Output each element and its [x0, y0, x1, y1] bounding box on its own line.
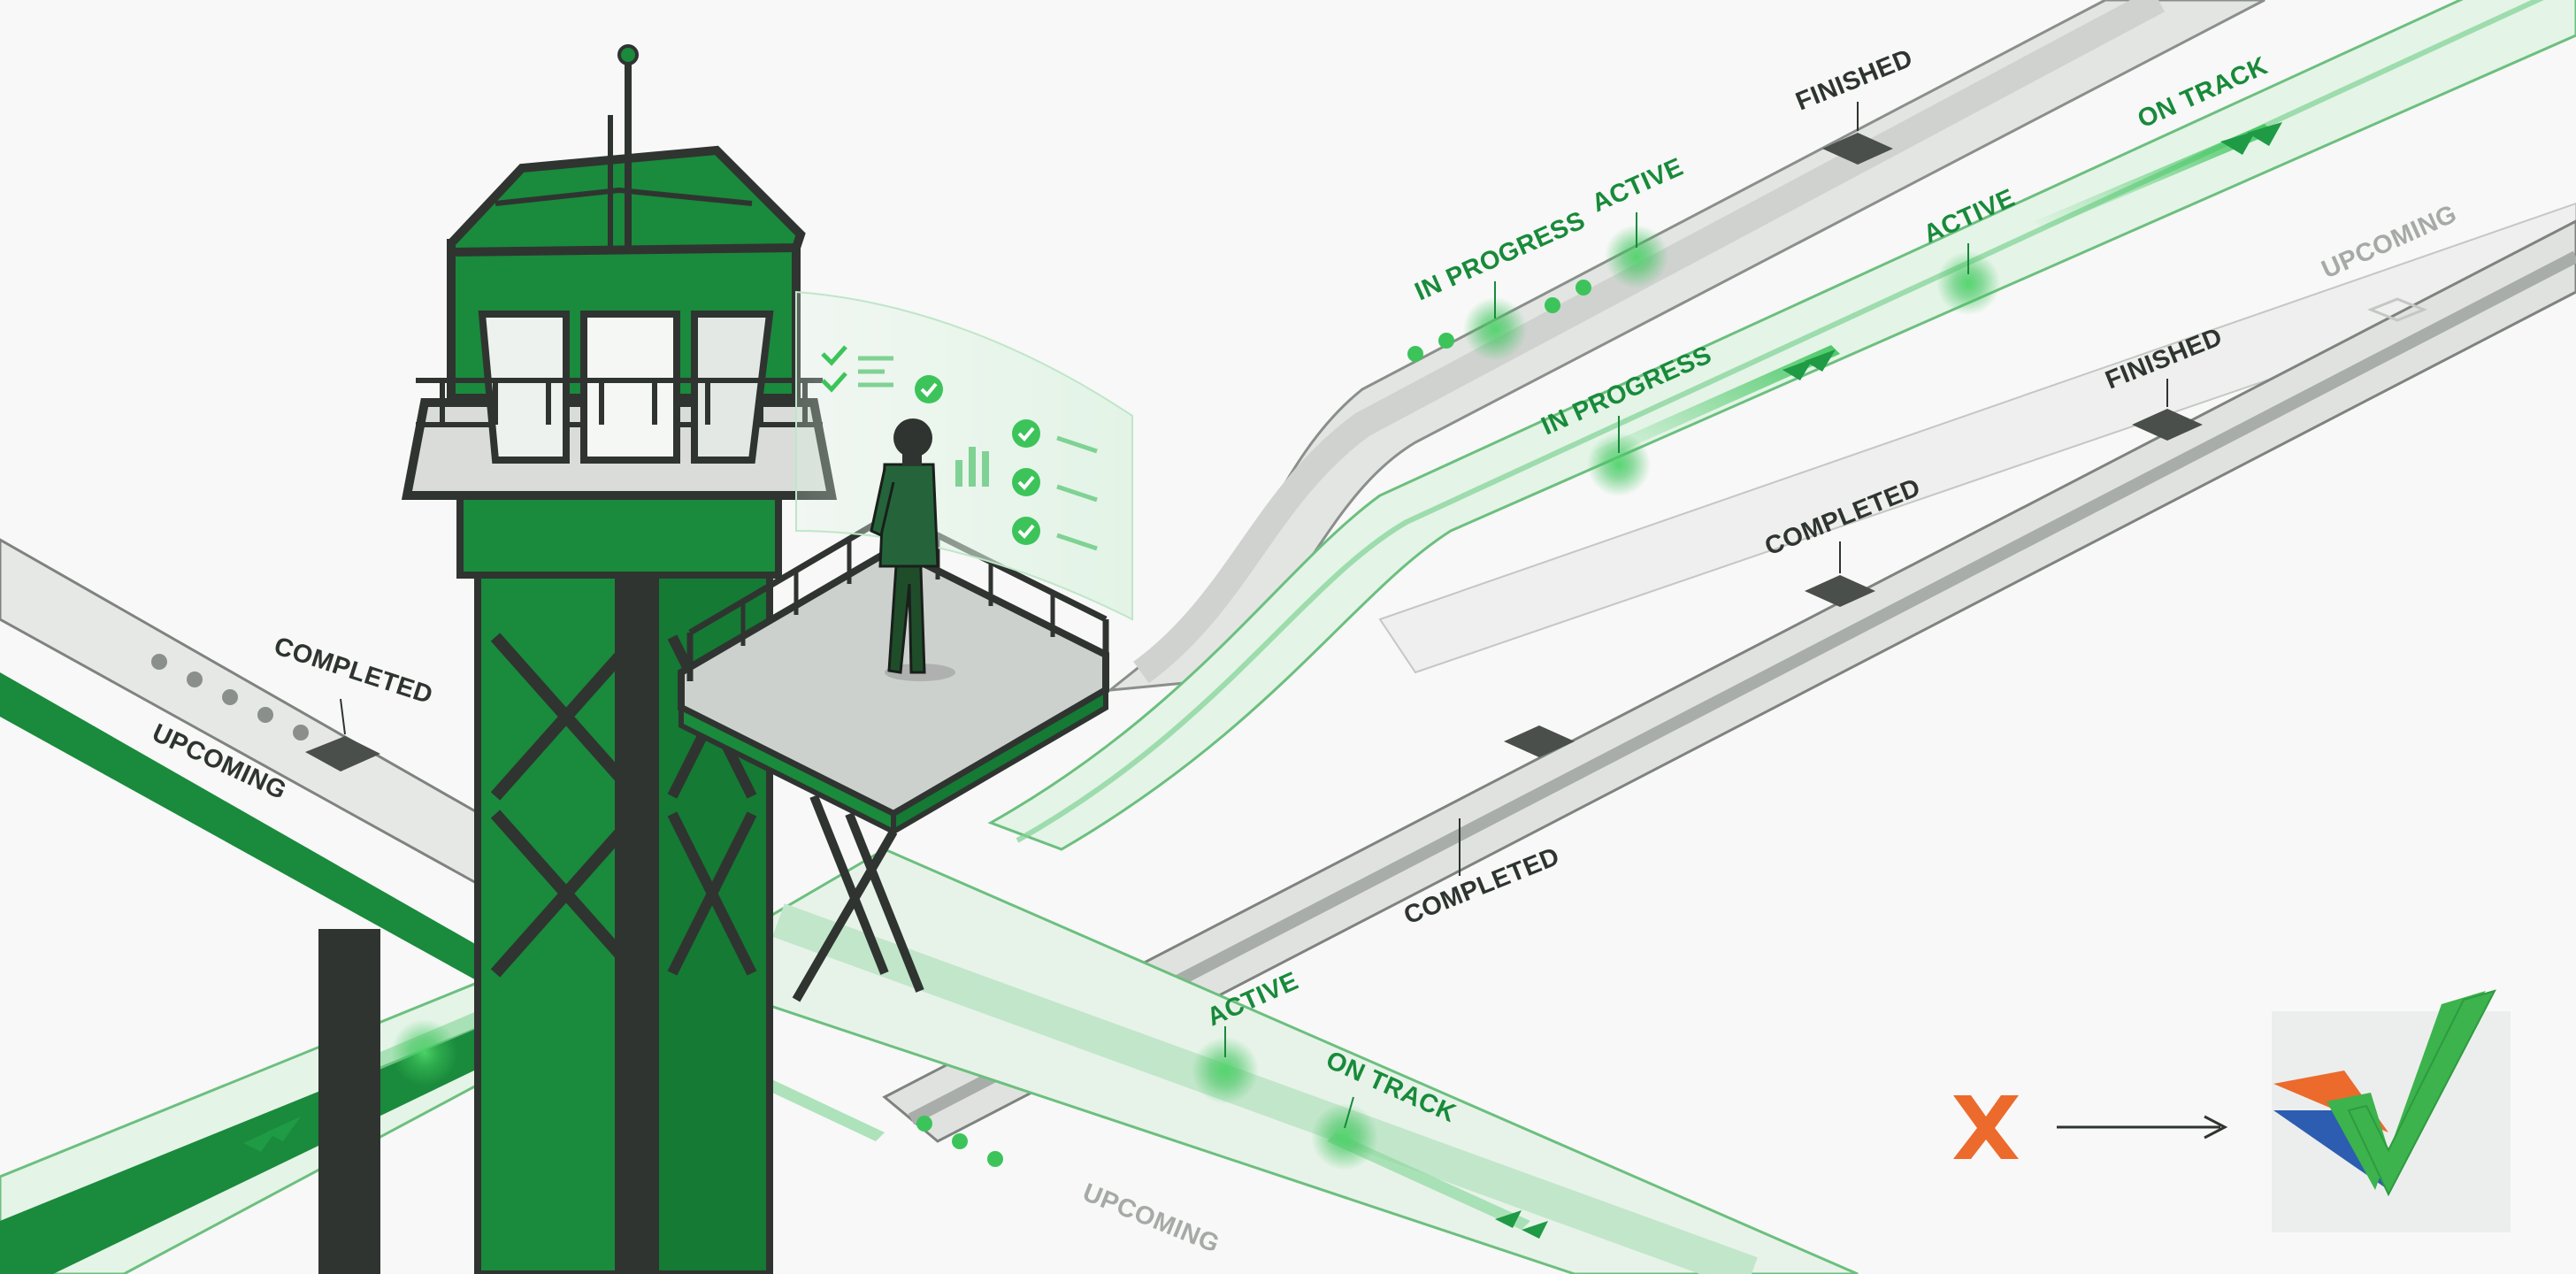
road-left-green — [0, 672, 495, 991]
trail-lower-2 — [1327, 1132, 1530, 1230]
trail-mid-1 — [1592, 345, 1840, 460]
road-green-curve — [987, 0, 2576, 851]
trail-top-1 — [2035, 124, 2273, 230]
label-finished-top: FINISHED — [1792, 44, 1917, 117]
chevrons — [243, 122, 2282, 1239]
road-upper-lane — [1133, 0, 2166, 684]
road-right-faint — [1378, 202, 2576, 674]
road-right-lane — [908, 250, 2576, 1125]
checkmark-logo-icon — [2272, 989, 2511, 1232]
label-completed-left: COMPLETED — [271, 632, 436, 710]
road-lower — [669, 848, 1859, 1274]
check-markers — [305, 133, 2203, 771]
dashboard-hologram — [795, 290, 1133, 621]
person-figure — [870, 418, 955, 681]
grey-dots — [151, 654, 309, 741]
label-upcoming-bottom: UPCOMING — [1078, 1178, 1223, 1259]
x-mark-icon — [1953, 1095, 2019, 1159]
check-marker-faint — [2366, 297, 2428, 322]
road-green-stripe — [1016, 0, 2544, 843]
arrow-right-icon — [2057, 1115, 2228, 1140]
road-lower-lane — [772, 903, 1758, 1274]
label-active-top: ACTIVE — [1588, 153, 1688, 219]
